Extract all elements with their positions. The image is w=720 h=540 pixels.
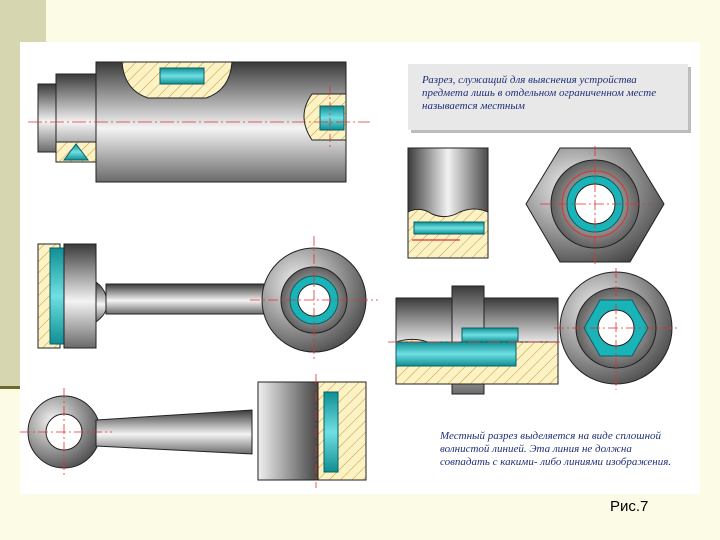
fitting-view <box>388 285 568 395</box>
round-nut-view <box>554 268 680 390</box>
rule-note-text: Местный разрез выделяется на виде сплошн… <box>440 430 672 468</box>
lever-view-top <box>20 374 367 488</box>
definition-note: Разрез, служащий для выяснения устройств… <box>408 64 688 130</box>
hex-nut-view <box>525 146 665 264</box>
shaft-view <box>28 61 370 183</box>
definition-note-text: Разрез, служащий для выяснения устройств… <box>422 74 657 112</box>
figure-caption: Рис.7 <box>610 498 649 515</box>
rule-note: Местный разрез выделяется на виде сплошн… <box>440 430 680 469</box>
lever-view-front <box>37 236 378 360</box>
technical-drawing <box>20 61 680 488</box>
sleeve-view <box>407 147 489 259</box>
